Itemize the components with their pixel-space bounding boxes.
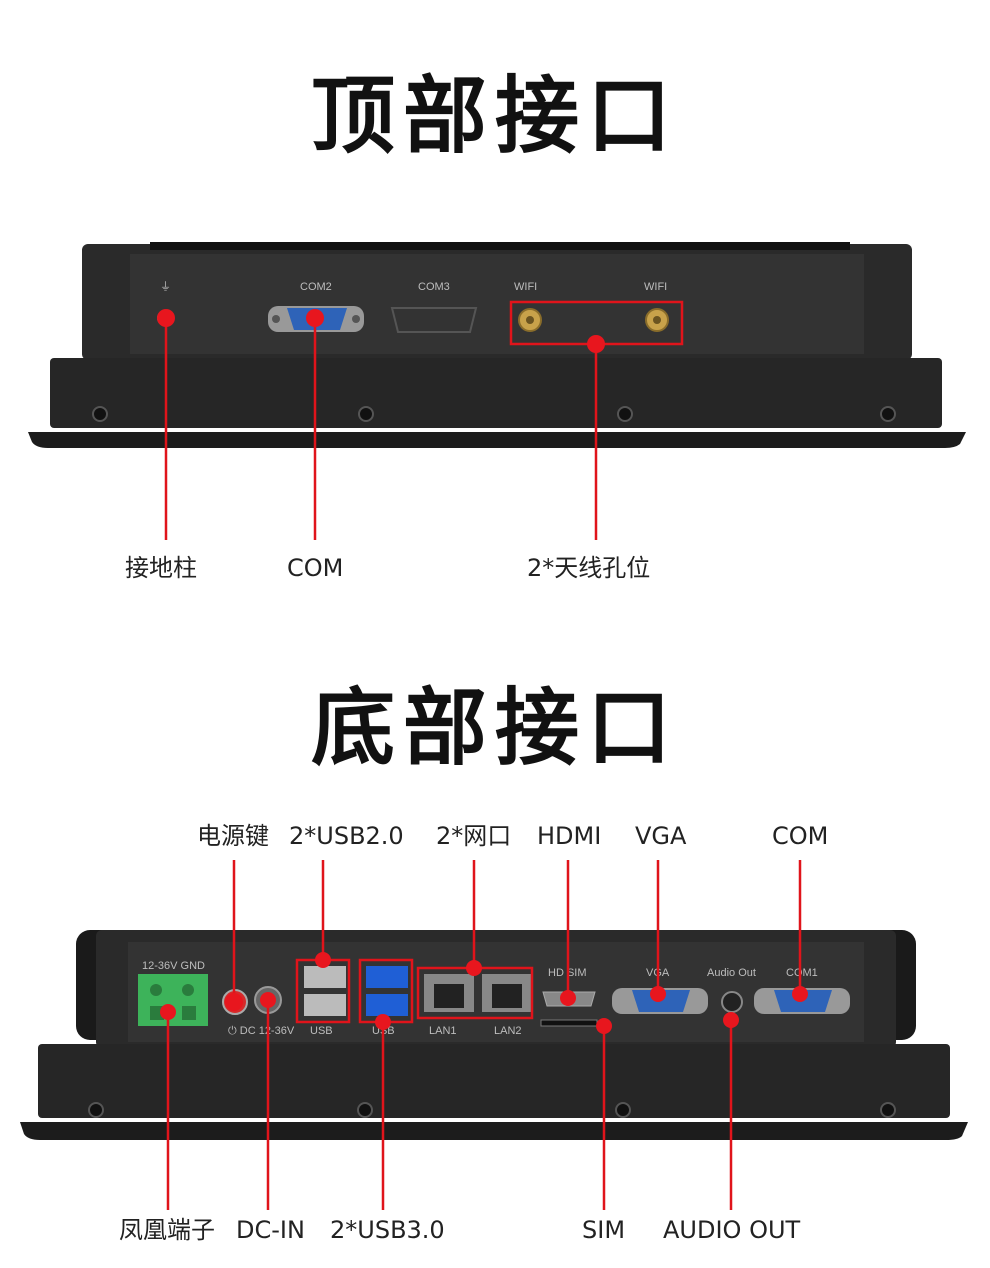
usb2-label: USB xyxy=(310,1025,333,1037)
com3-blank xyxy=(390,307,478,333)
wifi2-label: WIFI xyxy=(644,281,667,293)
callout-audio: AUDIO OUT xyxy=(663,1216,801,1244)
sim-leader-dot xyxy=(596,1018,612,1034)
sim-slot xyxy=(540,1019,598,1027)
callout-lan: 2*网口 xyxy=(436,822,512,850)
callout-sim: SIM xyxy=(582,1216,626,1244)
audio-out-label: Audio Out xyxy=(707,967,756,979)
callout-usb20: 2*USB2.0 xyxy=(289,822,404,850)
lan2-label: LAN2 xyxy=(494,1025,522,1037)
vga-leader-dot xyxy=(650,986,666,1002)
com1-label: COM1 xyxy=(786,967,818,979)
com3-label: COM3 xyxy=(418,281,450,293)
phoenix-leader-dot xyxy=(160,1004,176,1020)
bottom-bezel-lip xyxy=(20,1122,968,1140)
callout-hdmi: HDMI xyxy=(537,822,602,850)
top-device-illustration: ⏚ COM2 COM3 WIFI WIFI xyxy=(28,242,966,540)
top-bezel xyxy=(50,358,942,428)
dcin-leader-dot xyxy=(260,992,276,1008)
com2-label: COM2 xyxy=(300,281,332,293)
lan-ports xyxy=(424,974,532,1012)
callout-com-top: COM xyxy=(287,554,344,582)
lan-leader-dot xyxy=(466,960,482,976)
usb30-ports xyxy=(366,966,408,1016)
bottom-device-illustration: 12-36V GND ⏻ DC 12-36V USB USB LAN1 LAN2… xyxy=(20,860,968,1210)
audio-leader-dot xyxy=(723,1012,739,1028)
hdmi-leader-dot xyxy=(560,990,576,1006)
power-range-label: 12-36V GND xyxy=(142,960,205,972)
callout-ground-post: 接地柱 xyxy=(125,554,197,582)
wifi1-label: WIFI xyxy=(514,281,537,293)
top-connector-plate xyxy=(130,254,864,354)
com-leader-dot xyxy=(306,309,324,327)
callout-dcin: DC-IN xyxy=(236,1216,305,1244)
bottom-bezel xyxy=(38,1044,950,1118)
lan1-label: LAN1 xyxy=(429,1025,457,1037)
bottom-screws xyxy=(88,1102,896,1118)
antenna-leader-dot xyxy=(587,335,605,353)
callout-antenna: 2*天线孔位 xyxy=(527,554,651,582)
ground-symbol-text: ⏚ xyxy=(160,280,171,293)
usb20-leader-dot xyxy=(315,952,331,968)
antenna-connectors xyxy=(518,308,669,332)
bottom-section-title: 底部接口 xyxy=(310,679,679,777)
top-cooling-ribs xyxy=(150,242,850,250)
audio-jack xyxy=(721,991,743,1013)
callout-usb30: 2*USB3.0 xyxy=(330,1216,445,1244)
ground-leader-dot xyxy=(157,309,175,327)
usb20-ports xyxy=(304,966,346,1016)
top-section-title: 顶部接口 xyxy=(310,67,679,165)
power-leader-dot xyxy=(225,993,243,1011)
dc-label: ⏻ DC 12-36V xyxy=(228,1025,295,1037)
callout-power-button: 电源键 xyxy=(197,822,269,850)
callout-vga: VGA xyxy=(635,822,687,850)
callout-com-bottom: COM xyxy=(772,822,829,850)
top-bezel-lip xyxy=(28,432,966,448)
top-screws xyxy=(92,406,896,422)
callout-phoenix: 凤凰端子 xyxy=(119,1216,215,1244)
com-bottom-leader-dot xyxy=(792,986,808,1002)
usb30-leader-dot xyxy=(375,1014,391,1030)
